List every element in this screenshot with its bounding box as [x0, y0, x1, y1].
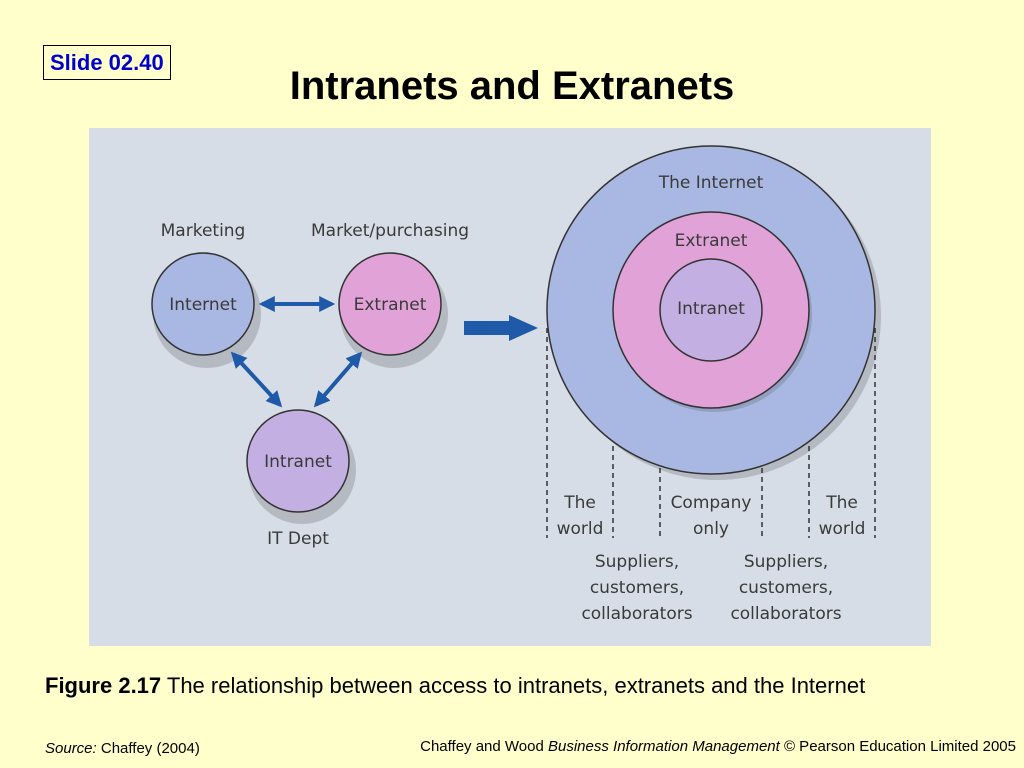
suppliers-right-line2: customers, [739, 578, 833, 598]
credit-book: Business Information Management [548, 738, 780, 755]
intranet-inner-ring [659, 258, 763, 362]
credit-suffix: © Pearson Education Limited 2005 [779, 738, 1016, 755]
outer-ring-label: The Internet [658, 173, 764, 193]
world-left-line1: The [563, 493, 596, 513]
figure-diagram: Marketing Market/purchasing Internet Ext… [89, 128, 931, 646]
intranet-node-label: Intranet [264, 452, 332, 472]
diagram-canvas: Marketing Market/purchasing Internet Ext… [151, 145, 881, 624]
market-purchasing-label: Market/purchasing [311, 221, 469, 241]
it-dept-label: IT Dept [267, 529, 329, 549]
company-only-line1: Company [671, 493, 752, 513]
company-only-line2: only [693, 519, 729, 539]
world-right-line2: world [819, 519, 866, 539]
extranet-node [338, 252, 442, 356]
page-title: Intranets and Extranets [289, 64, 735, 108]
internet-node [151, 252, 255, 356]
world-right-line1: The [825, 493, 858, 513]
suppliers-left-line1: Suppliers, [595, 552, 679, 572]
intranet-node [246, 409, 350, 513]
source-line: Source: Chaffey (2004) [45, 740, 200, 757]
source-label: Source: [45, 740, 97, 757]
world-left-line2: world [557, 519, 604, 539]
suppliers-left-line3: collaborators [581, 604, 692, 624]
copyright-credit: Chaffey and Wood Business Information Ma… [420, 738, 1016, 755]
figure-number: Figure 2.17 [45, 673, 162, 698]
figure-caption: Figure 2.17 The relationship between acc… [45, 671, 945, 701]
marketing-label: Marketing [161, 221, 246, 241]
suppliers-left-line2: customers, [590, 578, 684, 598]
arrow-internet-intranet [230, 351, 283, 408]
suppliers-right-line3: collaborators [730, 604, 841, 624]
credit-prefix: Chaffey and Wood [420, 738, 548, 755]
arrow-extranet-intranet [313, 351, 363, 408]
source-text: Chaffey (2004) [100, 740, 200, 757]
big-right-arrow [464, 315, 538, 341]
extranet-node-label: Extranet [354, 295, 427, 315]
slide-number-badge: Slide 02.40 [43, 45, 171, 80]
caption-text: The relationship between access to intra… [166, 673, 866, 698]
middle-ring-label: Extranet [675, 231, 748, 251]
inner-ring-label: Intranet [677, 299, 745, 319]
dashed-guides [546, 328, 876, 538]
internet-node-label: Internet [169, 295, 237, 315]
suppliers-right-line1: Suppliers, [744, 552, 828, 572]
